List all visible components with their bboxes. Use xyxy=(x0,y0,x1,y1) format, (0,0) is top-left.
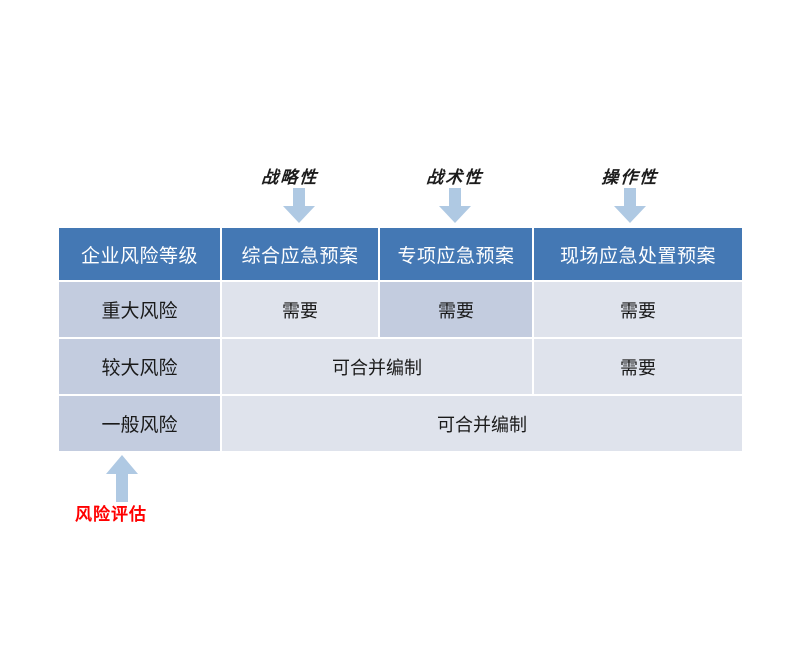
table-cell-general-merged-plan: 可合并编制 xyxy=(220,394,744,453)
arrow-up-icon xyxy=(105,455,139,503)
table-cell-major-comprehensive: 需要 xyxy=(220,280,380,339)
risk-level-emergency-plan-table: 企业风险等级 综合应急预案 专项应急预案 现场应急处置预案 重大风险 需要 需要… xyxy=(57,226,744,453)
annotation-label-strategic: 战略性 xyxy=(260,168,320,187)
table-header-cell-onsite-plan: 现场应急处置预案 xyxy=(532,226,744,282)
annotation-label-risk-assessment: 风险评估 xyxy=(75,505,147,524)
table-row: 较大风险 可合并编制 需要 xyxy=(57,337,744,396)
table-body: 重大风险 需要 需要 需要 较大风险 可合并编制 需要 一般风险 可合并编制 xyxy=(57,280,744,453)
table-cell-level-general: 一般风险 xyxy=(57,394,222,453)
table-header-cell-comprehensive-plan: 综合应急预案 xyxy=(220,226,380,282)
annotation-label-tactical: 战术性 xyxy=(425,168,485,187)
arrow-down-icon xyxy=(282,188,316,224)
table-cell-level-large: 较大风险 xyxy=(57,337,222,396)
table-row: 重大风险 需要 需要 需要 xyxy=(57,280,744,339)
arrow-down-icon xyxy=(613,188,647,224)
arrow-down-icon xyxy=(438,188,472,224)
table-header-cell-risk-level: 企业风险等级 xyxy=(57,226,222,282)
table-row: 一般风险 可合并编制 xyxy=(57,394,744,453)
annotation-label-operational: 操作性 xyxy=(600,168,660,187)
table-cell-major-special: 需要 xyxy=(378,280,534,339)
table-cell-major-onsite: 需要 xyxy=(532,280,744,339)
table-cell-large-onsite: 需要 xyxy=(532,337,744,396)
table-header-cell-special-plan: 专项应急预案 xyxy=(378,226,534,282)
table-header-row: 企业风险等级 综合应急预案 专项应急预案 现场应急处置预案 xyxy=(57,226,744,282)
table-cell-large-merged-plan: 可合并编制 xyxy=(220,337,534,396)
table-header: 企业风险等级 综合应急预案 专项应急预案 现场应急处置预案 xyxy=(57,226,744,282)
table-cell-level-major: 重大风险 xyxy=(57,280,222,339)
